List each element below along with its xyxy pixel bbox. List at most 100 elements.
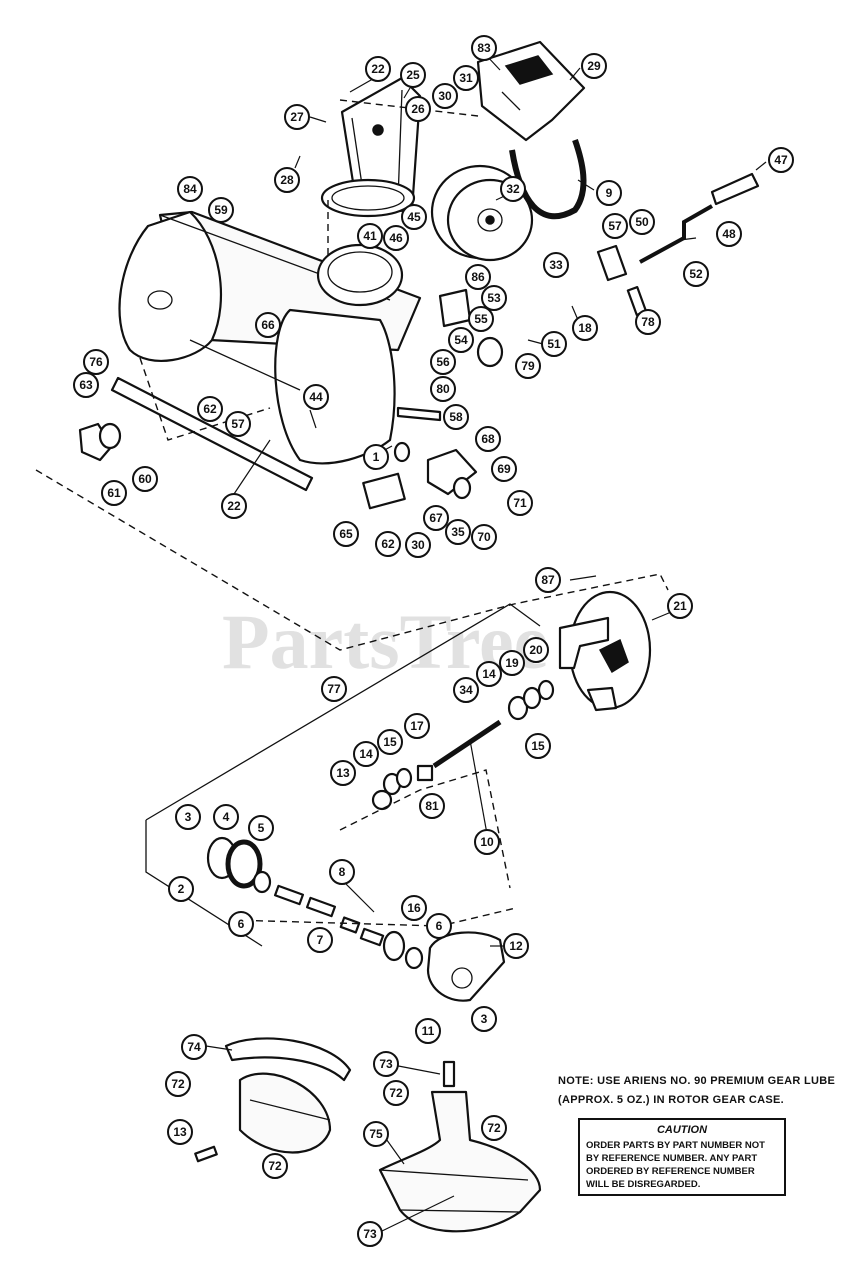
svg-text:68: 68 xyxy=(481,432,495,446)
callout-6a: 6 xyxy=(228,911,254,937)
svg-text:16: 16 xyxy=(407,901,421,915)
svg-text:67: 67 xyxy=(429,511,443,525)
callout-51: 51 xyxy=(541,331,567,357)
callout-6b: 6 xyxy=(426,913,452,939)
caution-title: CAUTION xyxy=(656,1124,708,1136)
svg-text:55: 55 xyxy=(474,312,488,326)
callout-72c: 72 xyxy=(481,1115,507,1141)
callout-62b: 62 xyxy=(375,531,401,557)
svg-text:45: 45 xyxy=(407,210,421,224)
callout-74: 74 xyxy=(181,1034,207,1060)
crank-handle xyxy=(639,204,713,264)
bearing-19 xyxy=(522,686,542,710)
callout-68: 68 xyxy=(475,426,501,452)
svg-text:72: 72 xyxy=(389,1086,403,1100)
svg-text:72: 72 xyxy=(487,1121,501,1135)
callout-47: 47 xyxy=(768,147,794,173)
callout-86: 86 xyxy=(465,264,491,290)
svg-text:29: 29 xyxy=(587,59,601,73)
bushing-81 xyxy=(416,764,434,782)
svg-text:21: 21 xyxy=(673,599,687,613)
auger-housing xyxy=(118,210,422,465)
svg-text:28: 28 xyxy=(280,173,294,187)
callout-3a: 3 xyxy=(175,804,201,830)
callout-22: 22 xyxy=(365,56,391,82)
svg-text:25: 25 xyxy=(406,68,420,82)
shaft-segments-7 xyxy=(273,884,385,947)
svg-text:27: 27 xyxy=(290,110,304,124)
svg-text:80: 80 xyxy=(436,382,450,396)
callout-59: 59 xyxy=(208,197,234,223)
scraper-bar xyxy=(110,376,314,492)
callout-15a: 15 xyxy=(525,733,551,759)
svg-text:59: 59 xyxy=(214,203,228,217)
strap-58 xyxy=(396,406,442,422)
gear-case-cover xyxy=(558,590,652,712)
callout-33: 33 xyxy=(543,252,569,278)
callout-5: 5 xyxy=(248,815,274,841)
callout-78: 78 xyxy=(635,309,661,335)
svg-text:65: 65 xyxy=(339,527,353,541)
svg-text:62: 62 xyxy=(381,537,395,551)
svg-text:8: 8 xyxy=(339,865,346,879)
callout-70: 70 xyxy=(471,524,497,550)
callout-9: 9 xyxy=(596,180,622,206)
gear-case-housing-12 xyxy=(426,931,506,1002)
svg-text:66: 66 xyxy=(261,318,275,332)
svg-text:60: 60 xyxy=(138,472,152,486)
callout-21: 21 xyxy=(667,593,693,619)
callout-84: 84 xyxy=(177,176,203,202)
callout-16: 16 xyxy=(401,895,427,921)
svg-text:54: 54 xyxy=(454,333,468,347)
callout-17: 17 xyxy=(404,713,430,739)
callout-27: 27 xyxy=(284,104,310,130)
callout-55: 55 xyxy=(468,306,494,332)
svg-text:34: 34 xyxy=(459,683,473,697)
svg-text:6: 6 xyxy=(238,917,245,931)
svg-text:3: 3 xyxy=(185,810,192,824)
callout-15b: 15 xyxy=(377,729,403,755)
callout-31: 31 xyxy=(453,65,479,91)
caution-box: CAUTION ORDER PARTS BY PART NUMBER NOT B… xyxy=(578,1118,786,1196)
callout-8: 8 xyxy=(329,859,355,885)
chute-deflector xyxy=(476,40,586,142)
callout-19: 19 xyxy=(499,650,525,676)
bearing-15 xyxy=(395,767,413,789)
svg-text:9: 9 xyxy=(606,186,613,200)
callout-29: 29 xyxy=(581,53,607,79)
svg-text:48: 48 xyxy=(722,227,736,241)
callout-71: 71 xyxy=(507,490,533,516)
svg-text:74: 74 xyxy=(187,1040,201,1054)
worm-gear-10 xyxy=(382,930,406,962)
callout-2: 2 xyxy=(168,876,194,902)
svg-text:32: 32 xyxy=(506,182,520,196)
svg-text:7: 7 xyxy=(317,933,324,947)
bracket-53 xyxy=(438,288,472,328)
callout-52: 52 xyxy=(683,261,709,287)
svg-text:86: 86 xyxy=(471,270,485,284)
svg-text:73: 73 xyxy=(363,1227,377,1241)
svg-text:30: 30 xyxy=(411,538,425,552)
svg-text:35: 35 xyxy=(451,525,465,539)
callout-61: 61 xyxy=(101,480,127,506)
callout-45: 45 xyxy=(401,204,427,230)
svg-text:70: 70 xyxy=(477,530,491,544)
callout-87: 87 xyxy=(535,567,561,593)
svg-text:4: 4 xyxy=(223,810,230,824)
callout-26: 26 xyxy=(405,96,431,122)
outline-line-77 xyxy=(145,603,541,947)
callout-54: 54 xyxy=(448,327,474,353)
bracket-50 xyxy=(596,244,628,282)
svg-text:26: 26 xyxy=(411,102,425,116)
skid-shoe-right xyxy=(362,472,406,510)
callout-30: 30 xyxy=(432,83,458,109)
svg-text:13: 13 xyxy=(336,766,350,780)
callout-60: 60 xyxy=(132,466,158,492)
auger-right xyxy=(378,1060,542,1233)
svg-text:79: 79 xyxy=(521,359,535,373)
callout-46: 46 xyxy=(383,225,409,251)
svg-text:20: 20 xyxy=(529,643,543,657)
bearing-6 xyxy=(252,870,272,894)
callout-69a: 69 xyxy=(491,456,517,482)
